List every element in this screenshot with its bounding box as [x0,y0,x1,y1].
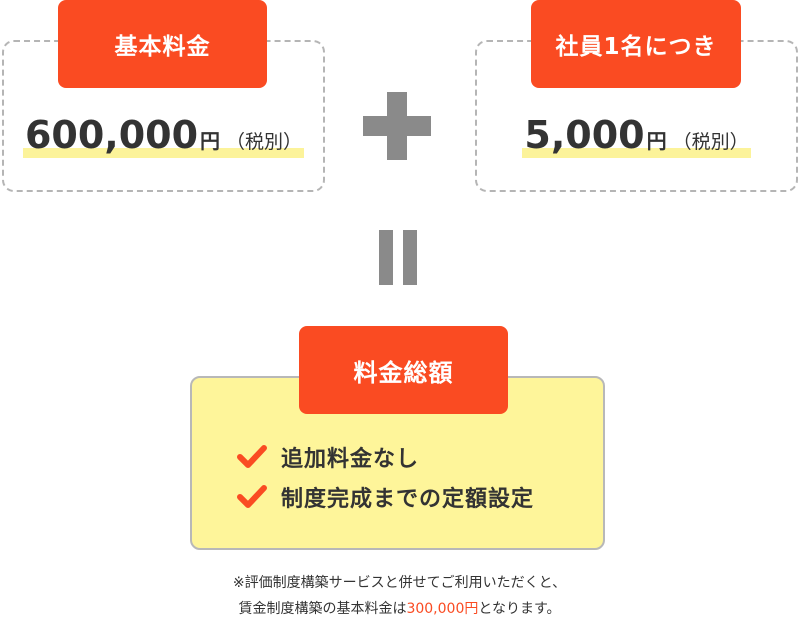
total-item-fixed-price: 制度完成までの定額設定 [237,480,534,514]
checkmark-icon [237,445,267,468]
base-fee-tax-note: （税別） [226,131,303,153]
base-fee-number: 600,000 [24,113,199,157]
plus-icon [363,92,431,160]
equals-icon [379,230,417,285]
footnote-line-1: ※評価制度構築サービスと併せてご利用いただくと、 [232,575,567,591]
total-badge: 料金総額 [299,326,508,414]
footnote-discount-price: 300,000円 [406,601,479,617]
base-fee-badge: 基本料金 [58,0,267,88]
base-fee-unit: 円 [200,129,221,153]
per-employee-badge: 社員1名につき [531,0,741,88]
checkmark-icon [237,485,267,508]
per-employee-number: 5,000 [524,113,645,157]
per-employee-unit: 円 [646,129,667,153]
total-item-label: 制度完成までの定額設定 [281,487,535,512]
total-item-label: 追加料金なし [281,447,420,472]
footnote-suffix: となります。 [478,601,561,617]
footnote-prefix: 賃金制度構築の基本料金は [238,601,407,617]
footnote-line-2: 賃金制度構築の基本料金は300,000円となります。 [0,598,799,618]
per-employee-tax-note: （税別） [672,131,749,153]
total-item-no-extra-fee: 追加料金なし [237,440,419,474]
